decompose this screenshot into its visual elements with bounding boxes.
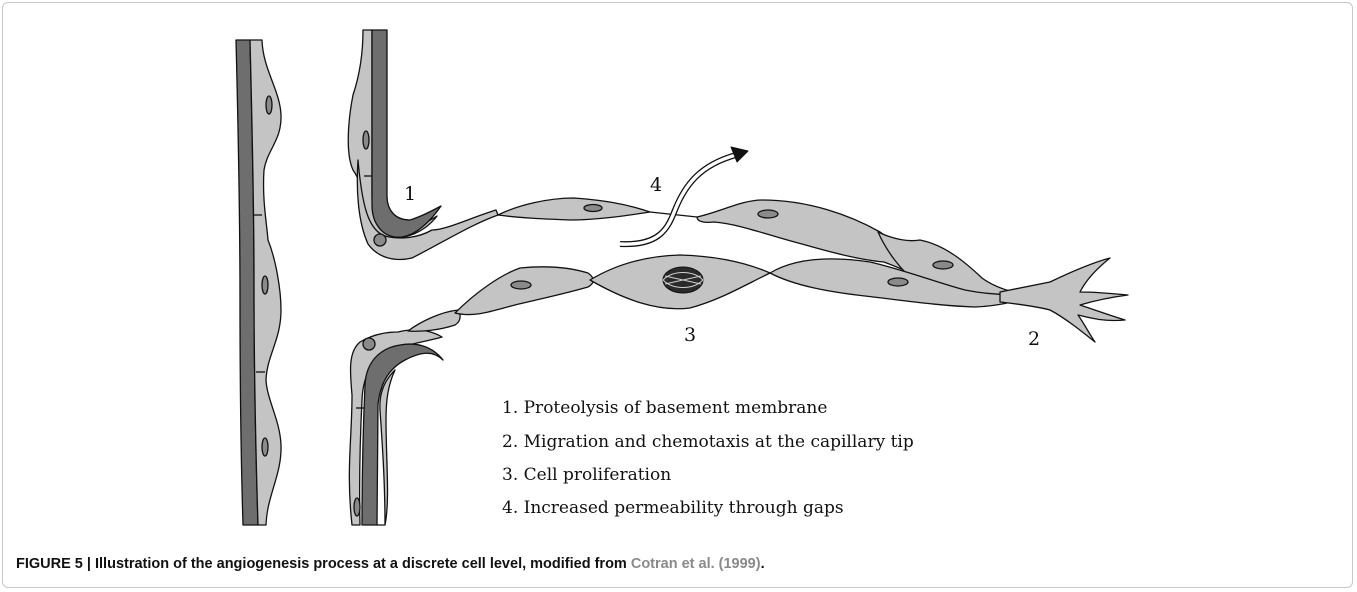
caption-text: Illustration of the angiogenesis process… bbox=[95, 556, 631, 572]
legend: 1. Proteolysis of basement membrane 2. M… bbox=[502, 398, 914, 518]
citation-link[interactable]: Cotran et al. (1999) bbox=[631, 556, 761, 572]
lower-vessel-membrane bbox=[362, 344, 443, 525]
nucleus bbox=[888, 278, 908, 286]
tip-cell-filopodia bbox=[1000, 258, 1128, 342]
sprout-cell-upper-1 bbox=[498, 198, 650, 220]
upper-vessel-membrane bbox=[372, 30, 441, 237]
marker-1: 1 bbox=[404, 183, 416, 205]
legend-item-4: 4. Increased permeability through gaps bbox=[502, 498, 844, 518]
legend-item-3: 3. Cell proliferation bbox=[502, 465, 671, 485]
marker-4: 4 bbox=[650, 174, 662, 196]
nucleus bbox=[262, 276, 268, 294]
marker-3: 3 bbox=[684, 324, 696, 346]
nucleus bbox=[262, 438, 268, 456]
caption-label: FIGURE 5 | bbox=[16, 556, 95, 572]
nucleus bbox=[363, 338, 375, 350]
nucleus bbox=[354, 498, 360, 516]
nucleus bbox=[511, 281, 531, 289]
nucleus bbox=[363, 131, 369, 149]
permeability-arrow bbox=[620, 147, 748, 244]
nucleus bbox=[374, 234, 386, 246]
sprout-cell-lower-1 bbox=[455, 267, 593, 315]
sprout-cell-lower-0 bbox=[408, 310, 460, 331]
nucleus bbox=[933, 261, 953, 269]
marker-2: 2 bbox=[1028, 328, 1040, 350]
nucleus bbox=[266, 96, 272, 114]
caption-end: . bbox=[761, 556, 765, 572]
legend-item-2: 2. Migration and chemotaxis at the capil… bbox=[502, 432, 914, 452]
nucleus bbox=[584, 205, 602, 212]
legend-item-1: 1. Proteolysis of basement membrane bbox=[502, 398, 827, 418]
nucleus bbox=[758, 210, 778, 218]
mitotic-spindle bbox=[663, 267, 703, 293]
figure-caption: FIGURE 5 | Illustration of the angiogene… bbox=[16, 556, 1336, 572]
